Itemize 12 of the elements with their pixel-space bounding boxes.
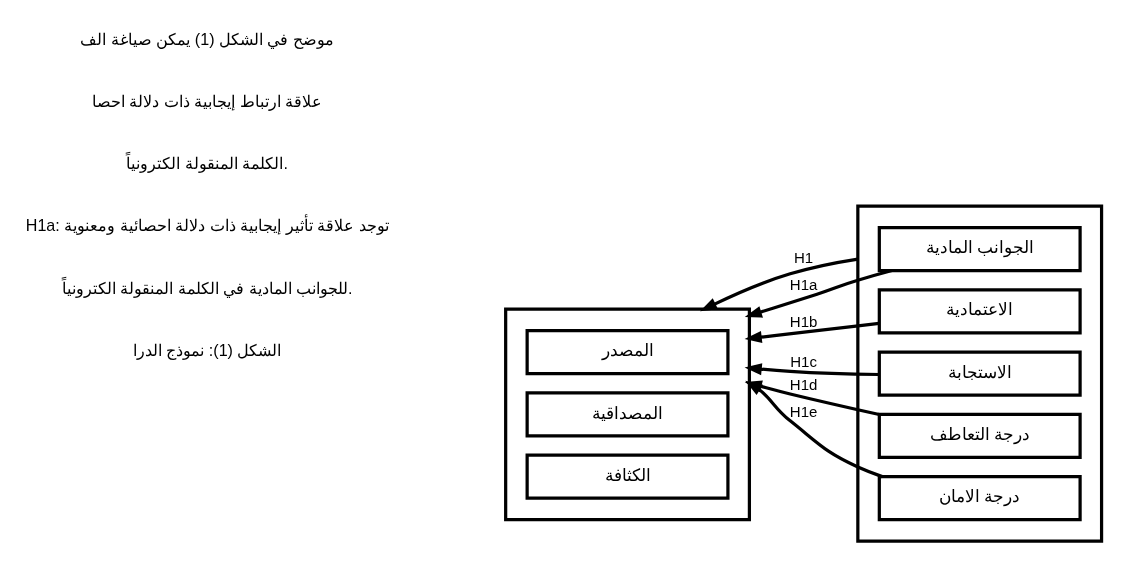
label: موضح في الشكل (1) يمكن صياغة الف <box>80 29 334 48</box>
edge-label: H1e <box>789 402 818 420</box>
edge-label: H1d <box>789 375 818 393</box>
label: للجوانب المادية في الكلمة المنقولة الكترونياً. <box>61 278 353 297</box>
edge-label: H1c <box>790 353 817 371</box>
label: الشكل (1): نموذج الدرا <box>132 340 282 359</box>
edge-label: H1 <box>794 249 814 267</box>
label: H1a: توجد علاقة تأثير إيجابية ذات دلالة احصائية ومعنوية <box>25 216 389 235</box>
label: علاقة ارتباط إيجابية ذات دلالة احصا <box>92 91 323 110</box>
edge-label: H1a <box>789 276 818 294</box>
edge-label: H1b <box>789 312 818 330</box>
label: الكلمة المنقولة الكترونياً. <box>126 154 288 173</box>
